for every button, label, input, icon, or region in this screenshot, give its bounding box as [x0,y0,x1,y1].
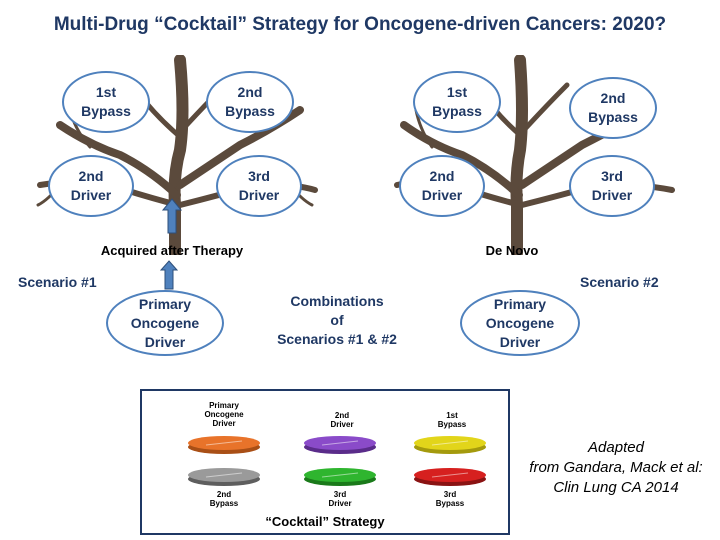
pill-purple-icon [304,436,376,454]
citation-text: Adapted from Gandara, Mack et al: Clin L… [529,439,703,496]
right-bypass-2: 2nd Bypass [569,77,657,139]
combinations-label: Combinations of Scenarios #1 & #2 [277,293,397,347]
left-bypass-1: 1st Bypass [62,71,150,133]
pill-yellow-icon [414,436,486,454]
page-title: Multi-Drug “Cocktail” Strategy for Oncog… [53,14,667,35]
pill-gray-icon [188,468,260,486]
pill-green-icon [304,468,376,486]
pill-label-3rd-driver: 3rd Driver [328,490,352,508]
left-primary-driver: Primary Oncogene Driver [106,290,224,356]
right-bypass-1: 1st Bypass [413,71,501,133]
acquired-after-therapy-label: Acquired after Therapy [100,243,244,258]
left-bypass-2: 2nd Bypass [206,71,294,133]
cocktail-strategy-title: “Cocktail” Strategy [265,514,385,529]
pill-label-1st-bypass: 1st Bypass [437,411,467,429]
pill-red-icon [414,468,486,486]
right-driver-3: 3rd Driver [569,155,655,217]
scenario-1-label: Scenario #1 [18,274,97,290]
pill-label-3rd-bypass: 3rd Bypass [435,490,465,508]
cocktail-strategy-panel: Primary Oncogene Driver 2nd Driver 1st B… [140,389,510,535]
right-driver-2: 2nd Driver [399,155,485,217]
pill-label-2nd-driver: 2nd Driver [330,411,354,429]
scenario-2-label: Scenario #2 [580,274,659,290]
pill-label-primary: Primary Oncogene Driver [204,401,244,428]
up-arrow-icon [162,198,182,234]
pill-orange-icon [188,436,260,454]
de-novo-label: De Novo [485,243,539,258]
left-driver-3: 3rd Driver [216,155,302,217]
left-driver-2: 2nd Driver [48,155,134,217]
right-primary-driver: Primary Oncogene Driver [460,290,580,356]
pill-label-2nd-bypass: 2nd Bypass [209,490,239,508]
up-arrow-icon [160,260,178,290]
